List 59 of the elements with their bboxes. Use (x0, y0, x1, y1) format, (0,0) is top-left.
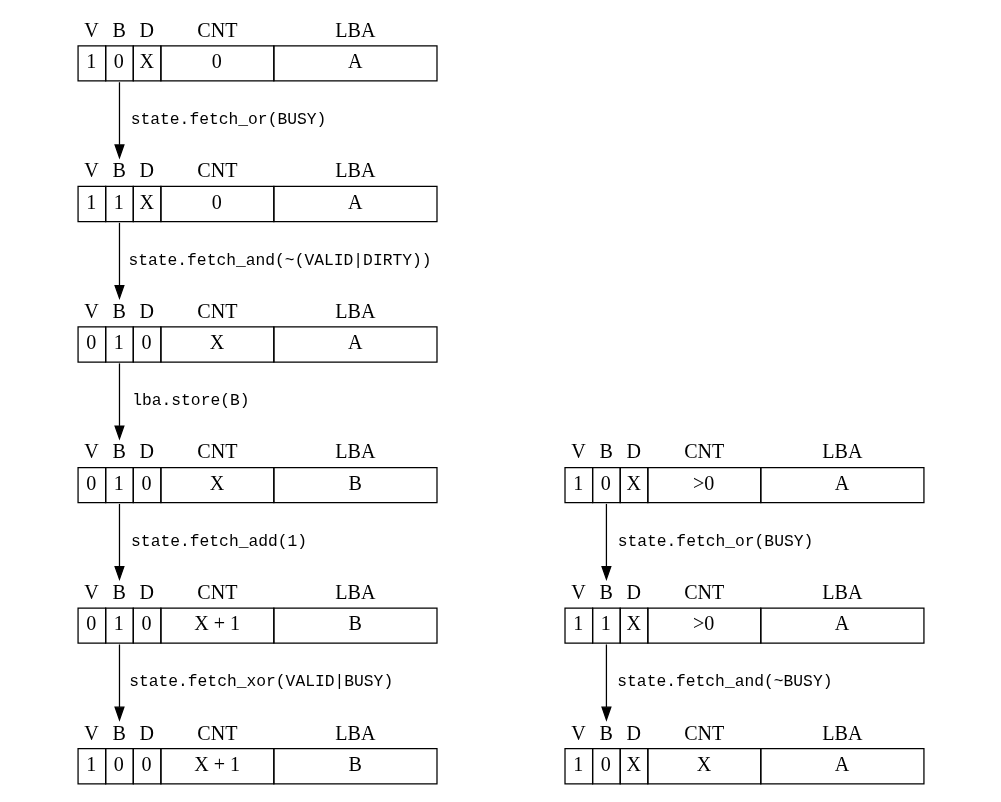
node-label: B (112, 581, 126, 604)
node-label: B (599, 581, 613, 604)
node-label: B (599, 721, 613, 744)
edge-label: state.fetch_and(~BUSY) (616, 672, 832, 692)
node-label: LBA (334, 159, 376, 182)
node-label: V (570, 440, 586, 463)
node-label: LBA (821, 721, 862, 744)
node-label: CNT (196, 299, 237, 322)
node-label: LBA (821, 581, 862, 604)
edge-label: state.fetch_or(BUSY) (617, 531, 813, 551)
node-label: D (139, 581, 154, 604)
node-label: CNT (196, 581, 237, 604)
arrow (600, 503, 612, 582)
arrow (600, 643, 612, 722)
arrow (113, 643, 125, 722)
edge-label: lba.store(B) (131, 391, 250, 411)
node-label: V (83, 159, 99, 182)
node-label: CNT (196, 18, 237, 41)
node-label: D (139, 299, 154, 322)
node-label: V (83, 721, 99, 744)
node-label: CNT (683, 440, 724, 463)
node-label: LBA (334, 581, 376, 604)
arrow (113, 503, 125, 582)
node-label: B (112, 721, 126, 744)
edge-label: state.fetch_add(1) (130, 531, 307, 551)
node-label: D (139, 721, 154, 744)
node-label: B (112, 299, 126, 322)
edge-label: state.fetch_xor(VALID|BUSY) (128, 672, 393, 692)
node-label: V (570, 581, 586, 604)
node-label: D (139, 159, 154, 182)
node-label: V (83, 18, 99, 41)
node-label: CNT (196, 721, 237, 744)
node-label: LBA (334, 299, 376, 322)
node-label: D (626, 440, 641, 463)
node-label: B (112, 18, 126, 41)
node-label: V (83, 299, 99, 322)
node-label: LBA (334, 440, 376, 463)
node-label: LBA (334, 18, 376, 41)
node-label: LBA (334, 721, 376, 744)
node-label: D (139, 18, 154, 41)
node-label: B (112, 159, 126, 182)
edge-label: state.fetch_or(BUSY) (130, 110, 326, 130)
node-label: CNT (683, 581, 724, 604)
node-label: LBA (821, 440, 862, 463)
node-label: V (570, 721, 586, 744)
arrow (113, 222, 125, 300)
node-label: B (112, 440, 126, 463)
edge-label: state.fetch_and(~(VALID|DIRTY)) (127, 250, 432, 270)
node-label: CNT (196, 159, 237, 182)
node-label: V (83, 581, 99, 604)
node-label: B (599, 440, 613, 463)
node-label: D (626, 581, 641, 604)
node-label: V (83, 440, 99, 463)
arrow (113, 362, 125, 441)
node-label: D (626, 721, 641, 744)
node-label: CNT (683, 721, 724, 744)
arrow (113, 81, 125, 160)
node-label: CNT (196, 440, 237, 463)
node-label: D (139, 440, 154, 463)
